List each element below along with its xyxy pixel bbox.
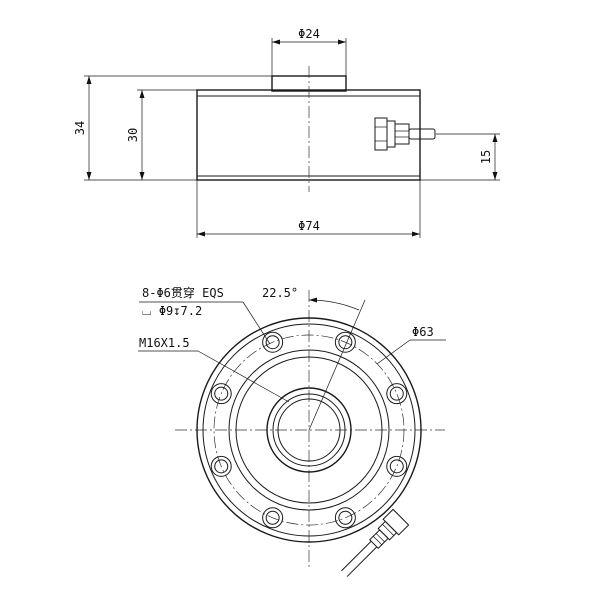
outer-flange	[196, 317, 422, 543]
note-bolt-circle-leader: Φ63	[376, 325, 446, 365]
dim-body-height-text: 30	[126, 128, 140, 142]
bolt-hole	[389, 386, 404, 401]
outer-chamfer	[202, 323, 416, 537]
side-view: Φ24 34 30 15	[73, 27, 500, 238]
center-boss	[266, 387, 352, 473]
bolt-hole-counterbore	[262, 507, 284, 529]
bolt-hole	[338, 335, 353, 350]
bolt-hole	[265, 335, 280, 350]
bolt-hole	[265, 510, 280, 525]
note-bolt-circle-text: Φ63	[412, 325, 434, 339]
bolt-hole-counterbore	[210, 455, 232, 477]
bolt-holes	[210, 331, 408, 529]
bolt-hole	[214, 386, 229, 401]
dim-angle-text: 22.5°	[262, 286, 298, 300]
dim-connector-height-text: 15	[479, 150, 493, 164]
body	[196, 89, 421, 181]
inner-body-step	[235, 356, 383, 504]
dim-body-height: 30	[126, 89, 197, 180]
dim-total-height: 34	[73, 75, 272, 181]
bolt-hole-counterbore	[386, 455, 408, 477]
top-connector	[341, 508, 410, 577]
side-connector	[374, 117, 436, 151]
note-thread-leader: M16X1.5	[138, 336, 290, 403]
thread-outer	[272, 393, 346, 467]
bolt-circle	[213, 334, 405, 526]
bolt-hole	[214, 459, 229, 474]
dim-total-height-text: 34	[73, 121, 87, 135]
dim-body-diameter: Φ74	[196, 180, 421, 238]
note-holes-text: 8-Φ6贯穿 EQS	[142, 285, 224, 300]
note-thread-text: M16X1.5	[139, 336, 190, 350]
connector-nut	[374, 117, 388, 151]
bolt-hole-counterbore	[210, 383, 232, 405]
bolt-hole-counterbore	[334, 507, 356, 529]
dim-body-diameter-text: Φ74	[298, 219, 320, 233]
bolt-hole-counterbore	[334, 331, 356, 353]
bolt-hole	[338, 510, 353, 525]
bolt-hole-counterbore	[386, 383, 408, 405]
thread-hole	[277, 398, 341, 462]
dim-connector-height: 15	[420, 133, 500, 181]
dim-angle: 22.5°	[262, 286, 366, 431]
connector-cable	[408, 128, 436, 140]
inner-body	[228, 349, 390, 511]
top-view: 22.5° 8-Φ6贯穿 EQS ⌴ Φ9↧7.2 M16X1.5 Φ63	[138, 285, 446, 577]
dim-top-diameter-text: Φ24	[298, 27, 320, 41]
dim-top-diameter: Φ24	[271, 27, 347, 76]
note-holes-leader: 8-Φ6贯穿 EQS ⌴ Φ9↧7.2	[139, 285, 271, 345]
bolt-hole	[389, 459, 404, 474]
note-counterbore-text: ⌴ Φ9↧7.2	[142, 304, 202, 318]
bolt-hole-counterbore	[262, 331, 284, 353]
